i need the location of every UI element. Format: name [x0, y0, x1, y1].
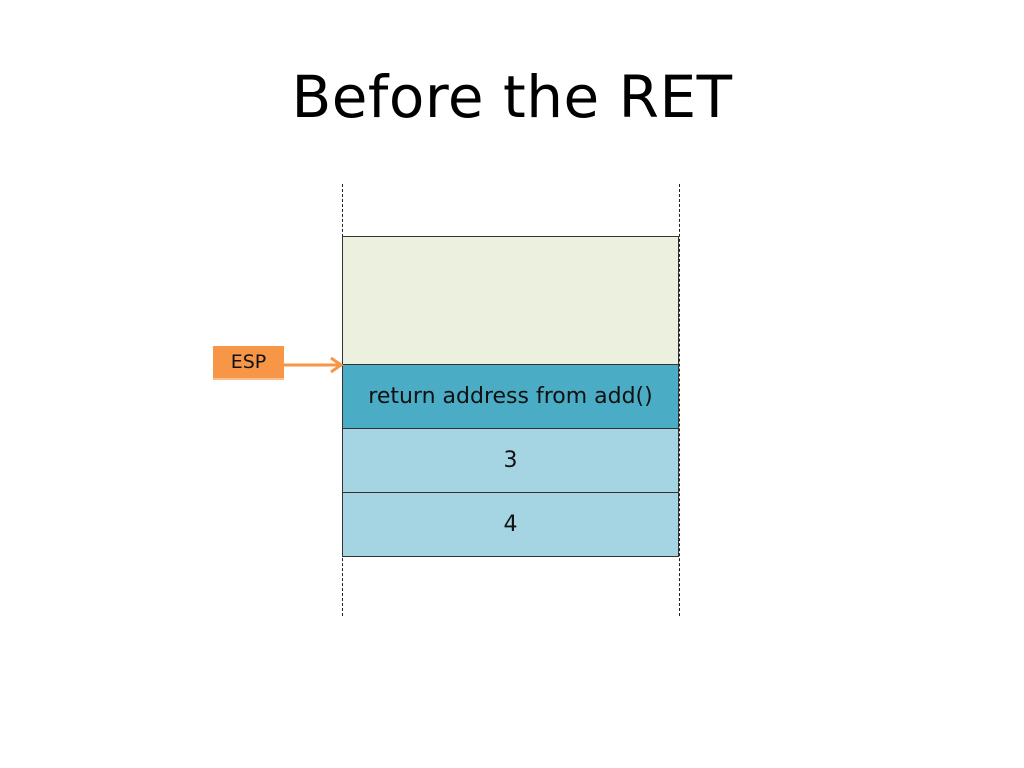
- stack-right-boundary: [679, 184, 680, 616]
- esp-pointer-label: ESP: [213, 346, 284, 380]
- stack-cell-arg-3: 3: [342, 428, 679, 493]
- slide-title: Before the RET: [291, 63, 733, 131]
- right-arrow-icon: [284, 356, 344, 374]
- stack-cell-empty: [342, 236, 679, 365]
- stack-cell-arg-4: 4: [342, 492, 679, 557]
- stack-cell-return-address: return address from add(): [342, 364, 679, 429]
- stack-cell-label: 4: [503, 512, 518, 537]
- stack-cell-label: 3: [503, 448, 518, 473]
- stack-cell-label: return address from add(): [368, 384, 653, 409]
